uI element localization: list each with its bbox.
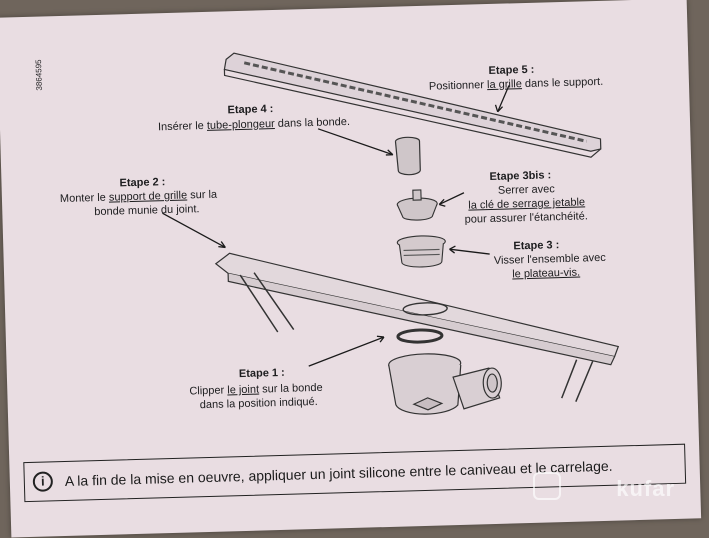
watermark: kufar bbox=[616, 476, 675, 501]
step3-link: le plateau-vis. bbox=[512, 266, 581, 281]
document-code: 3864595 bbox=[34, 59, 44, 91]
step2-link: support de grille bbox=[108, 189, 188, 204]
step5-link: la grille bbox=[486, 78, 523, 92]
watermark-logo-icon bbox=[533, 472, 561, 500]
info-icon: i bbox=[32, 471, 54, 492]
step1-title: Etape 1 : bbox=[238, 366, 285, 381]
plateau-vis-illustration bbox=[396, 235, 446, 268]
step2-line2: bonde munie du joint. bbox=[94, 203, 200, 219]
step4-title: Etape 4 : bbox=[227, 103, 274, 117]
step2-title: Etape 2 : bbox=[119, 176, 166, 190]
joint-illustration bbox=[396, 302, 448, 344]
step4-link: tube-plongeur bbox=[206, 118, 275, 132]
step1-link: le joint bbox=[227, 383, 260, 397]
callout-arrows bbox=[162, 85, 510, 367]
step5-title: Etape 5 : bbox=[488, 63, 535, 78]
bonde-illustration bbox=[388, 353, 502, 415]
step3-title: Etape 3 : bbox=[513, 239, 560, 253]
grille-illustration bbox=[223, 52, 602, 158]
tube-plongeur-illustration bbox=[394, 136, 421, 176]
cle-serrage-illustration bbox=[396, 189, 438, 221]
support-grille-illustration bbox=[214, 252, 620, 403]
footer-text: A la fin de la mise en oeuvre, appliquer… bbox=[64, 457, 613, 490]
